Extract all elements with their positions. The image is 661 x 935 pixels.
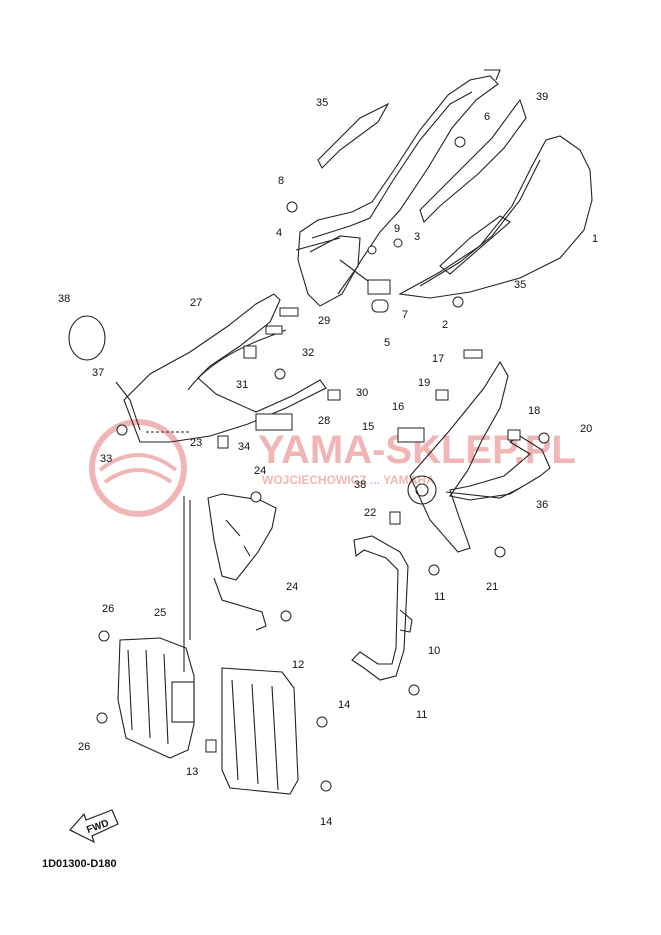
part-number-label: 11 (434, 591, 445, 603)
part-number-label: 24 (254, 465, 266, 477)
part-number-label: 25 (154, 607, 166, 619)
part-pad-18 (507, 429, 521, 441)
part-number-label: 23 (190, 437, 202, 449)
part-clip-22 (389, 511, 401, 525)
part-number-label: 33 (100, 453, 112, 465)
decal-top (317, 102, 390, 169)
part-number-label: 36 (536, 499, 548, 511)
part-number-label: 27 (190, 297, 202, 309)
part-number-label: 7 (402, 309, 408, 321)
bolt-8-icon (286, 201, 298, 213)
front-panel-15 (409, 360, 551, 553)
part-number-label: 20 (580, 423, 592, 435)
part-number-label: 5 (384, 337, 390, 349)
bolt-26a-icon (98, 630, 110, 642)
part-number-label: 22 (364, 507, 376, 519)
emblem-38b (407, 475, 437, 505)
part-number-label: 15 (362, 421, 374, 433)
part-pad-29b (265, 325, 283, 335)
part-number-label: 10 (428, 645, 440, 657)
part-number-label: 35 (316, 97, 328, 109)
bolt-14a-icon (316, 716, 328, 728)
part-number-label: 31 (236, 379, 248, 391)
bolt-26b-icon (96, 712, 108, 724)
front-cowl-27 (123, 293, 327, 443)
part-number-label: 19 (418, 377, 430, 389)
bolt-24b-icon (280, 610, 292, 622)
bolt-21-icon (494, 546, 506, 558)
part-pad-7 (367, 279, 391, 295)
fwd-arrow-icon: FWD (69, 809, 119, 844)
cover-strip-39 (419, 98, 527, 224)
part-number-label: 13 (186, 766, 198, 778)
part-number-label: 16 (392, 401, 404, 413)
part-number-label: 38 (58, 293, 70, 305)
part-number-label: 34 (238, 441, 250, 453)
part-number-label: 30 (356, 387, 368, 399)
diagram-code: 1D01300-D180 (42, 858, 117, 870)
bracket-23 (207, 493, 277, 581)
part-number-label: 17 (432, 353, 444, 365)
part-number-label: 11 (416, 709, 427, 721)
bolt-33-icon (116, 424, 128, 436)
part-number-label: 6 (484, 111, 490, 123)
part-number-label: 3 (414, 231, 420, 243)
part-grommet-5 (371, 299, 389, 313)
part-number-label: 35 (514, 279, 526, 291)
part-pad-17 (463, 349, 483, 359)
part-pad-30 (327, 389, 341, 401)
bolt-24a-icon (250, 491, 262, 503)
watermark: YAMA-SKLEP.PL WOJCIECHOWICZ ... YAMAHA (89, 419, 576, 517)
part-number-label: 1 (592, 233, 598, 245)
watermark-logo-icon (89, 419, 187, 517)
part-number-label: 37 (92, 367, 104, 379)
bolt-20-icon (538, 432, 550, 444)
part-number-label: 14 (338, 699, 350, 711)
bolt-11b-icon (408, 684, 420, 696)
part-number-label: 28 (318, 415, 330, 427)
side-cover-4 (297, 75, 499, 307)
side-cover-1 (398, 135, 593, 299)
bolt-14b-icon (320, 780, 332, 792)
part-clip-34 (217, 435, 229, 449)
part-pad-31 (243, 345, 257, 359)
part-number-label: 8 (278, 175, 284, 187)
part-pad-19 (435, 389, 449, 401)
bolt-11a-icon (428, 564, 440, 576)
part-number-label: 12 (292, 659, 304, 671)
bolt-32-icon (274, 368, 286, 380)
part-number-label: 32 (302, 347, 314, 359)
watermark-subtitle: WOJCIECHOWICZ ... YAMAHA (262, 473, 435, 487)
part-pad-29a (279, 307, 299, 317)
part-number-label: 39 (536, 91, 548, 103)
bolt-3-icon (393, 238, 403, 248)
part-number-label: 21 (486, 581, 498, 593)
bolt-9-icon (367, 245, 377, 255)
part-number-label: 26 (78, 741, 90, 753)
bracket-10 (351, 535, 409, 681)
part-number-label: 9 (394, 223, 400, 235)
part-number-label: 14 (320, 816, 332, 828)
part-number-label: 2 (442, 319, 448, 331)
part-pad-28 (255, 413, 293, 431)
part-number-label: 18 (528, 405, 540, 417)
emblem-38 (68, 315, 106, 361)
part-clip-13 (205, 739, 217, 753)
part-number-label: 26 (102, 603, 114, 615)
shroud-25 (117, 637, 195, 759)
part-number-label: 38 (354, 479, 366, 491)
bolt-2-icon (452, 296, 464, 308)
shroud-12 (221, 667, 299, 795)
part-number-label: 24 (286, 581, 298, 593)
part-number-label: 4 (276, 227, 282, 239)
part-pad-16 (397, 427, 425, 443)
part-number-label: 29 (318, 315, 330, 327)
bolt-6-icon (454, 136, 466, 148)
